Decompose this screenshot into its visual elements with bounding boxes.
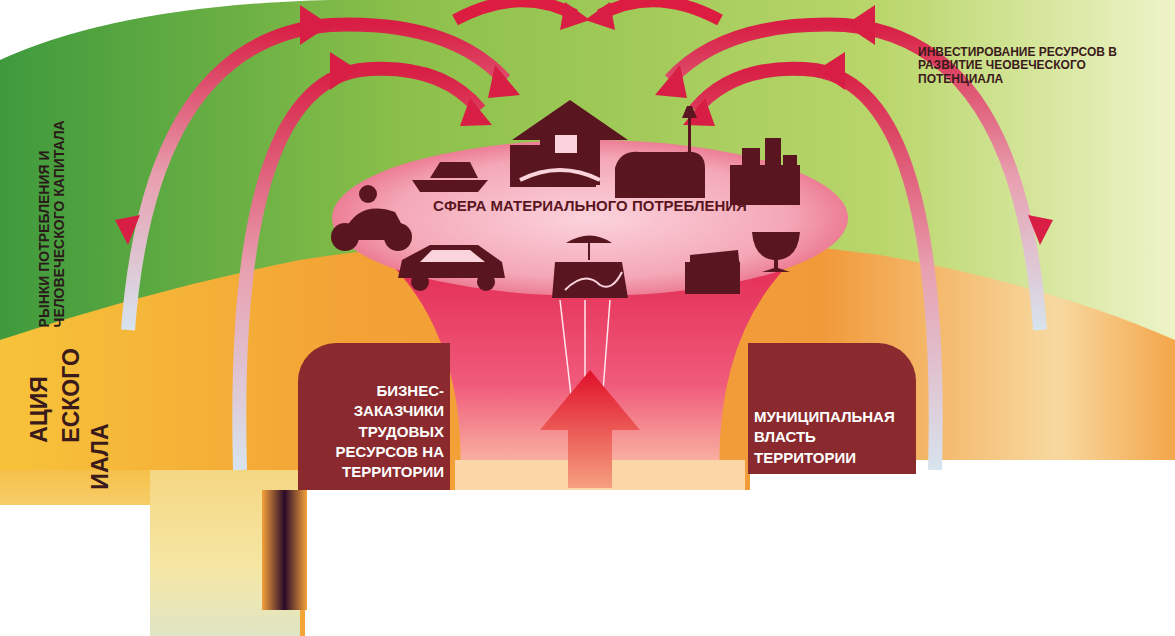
node-text: СФЕРА МАТЕРИАЛЬНОГО ПОТРЕБЛЕНИЯ — [426, 196, 754, 216]
node-text: БИЗНЕС- ЗАКАЗЧИКИ ТРУДОВЫХ РЕСУРСОВ НА Т… — [304, 381, 444, 482]
actor-box: БИЗНЕС- ЗАКАЗЧИКИ ТРУДОВЫХ РЕСУРСОВ НА Т… — [298, 343, 450, 490]
band-label: ЕСКОГО — [59, 333, 84, 443]
band-label: РЫНКИ ПОТРЕБЛЕНИЯ И ЧЕЛОВЕЧЕСКОГО КАПИТА… — [37, 97, 68, 327]
annotation: ИНВЕСТИРОВАНИЕ РЕСУРСОВ В РАЗВИТИЕ ЧЕОВЕ… — [918, 46, 1138, 86]
node-text: МУНИЦИПАЛЬНАЯ ВЛАСТЬ ТЕРРИТОРИИ — [754, 407, 910, 468]
band-label: АЦИЯ — [27, 353, 52, 443]
band-label: ИАЛА — [88, 420, 113, 490]
actor-box: МУНИЦИПАЛЬНАЯ ВЛАСТЬ ТЕРРИТОРИИ — [748, 343, 916, 474]
funnel-ellipse: СФЕРА МАТЕРИАЛЬНОГО ПОТРЕБЛЕНИЯ — [420, 190, 760, 246]
